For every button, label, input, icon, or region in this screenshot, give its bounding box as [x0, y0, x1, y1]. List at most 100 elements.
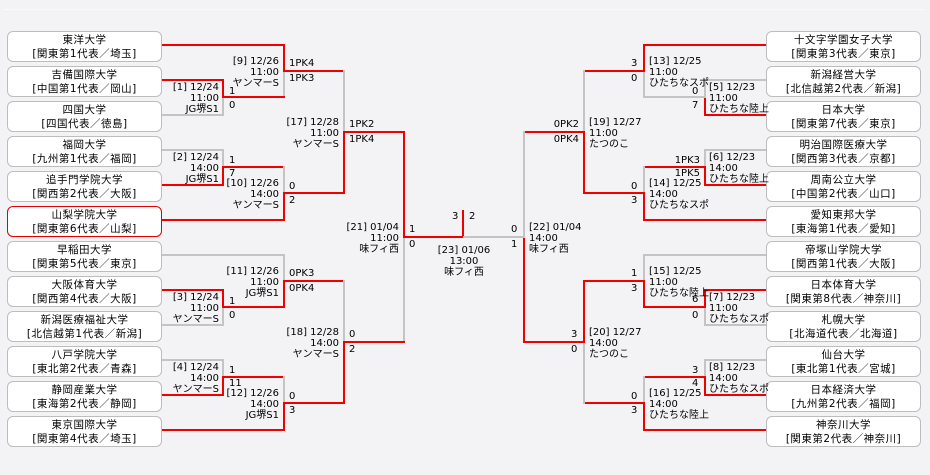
team-box-left-4[interactable]: 福岡大学[九州第1代表／福岡]: [7, 136, 162, 167]
bracket-line: [523, 341, 585, 343]
team-box-left-1[interactable]: 東洋大学[関東第1代表／埼玉]: [7, 31, 162, 62]
bracket-line: [583, 192, 645, 194]
team-box-left-9[interactable]: 新潟医療福祉大学[北信越第1代表／新潟]: [7, 311, 162, 342]
team-box-right-1[interactable]: 十文字学園女子大学[関東第3代表／東京]: [766, 31, 921, 62]
team-box-left-11[interactable]: 静岡産業大学[東海第2代表／静岡]: [7, 381, 162, 412]
match-time: 11:00: [250, 277, 279, 288]
team-name: 愛知東邦大学: [810, 209, 877, 221]
bracket-line: [643, 72, 645, 98]
score-bottom: 3: [631, 405, 638, 416]
team-box-left-2[interactable]: 吉備国際大学[中国第1代表／岡山]: [7, 66, 162, 97]
bracket-line: [162, 219, 285, 221]
team-box-right-7[interactable]: 帝塚山学院大学[関西第1代表／大阪]: [766, 241, 921, 272]
team-region: [関西第4代表／大阪]: [32, 293, 137, 305]
match-time: 14:00: [529, 233, 558, 244]
match-number: [1] 12/24: [172, 82, 219, 93]
match-venue: ひたちなスポ: [649, 78, 709, 89]
team-box-right-2[interactable]: 新潟経営大学[北信越第2代表／新潟]: [766, 66, 921, 97]
score-bottom: 0: [631, 73, 638, 84]
team-box-right-12[interactable]: 神奈川大学[関東第2代表／神奈川]: [766, 416, 921, 447]
bracket-line: [583, 131, 585, 194]
team-name: 四国大学: [62, 104, 107, 116]
bracket-line: [583, 70, 585, 132]
team-box-left-6-champion[interactable]: 山梨学院大学[関東第6代表／山梨]: [7, 206, 162, 237]
bracket-line: [403, 236, 464, 238]
match-number: [15] 12/25: [649, 266, 702, 277]
team-name: 東京国際大学: [51, 419, 118, 431]
bracket-line: [463, 236, 525, 238]
match-venue: 味フィ西: [529, 244, 569, 255]
bracket-line: [643, 376, 706, 378]
bracket-line: [704, 114, 766, 116]
team-box-right-9[interactable]: 札幌大学[北海道代表／北海道]: [766, 311, 921, 342]
team-region: [関東第7代表／東京]: [791, 118, 896, 130]
score-top: 3: [692, 365, 699, 376]
team-box-left-5[interactable]: 追手門学院大学[関西第2代表／大阪]: [7, 171, 162, 202]
score-bottom: 0: [692, 310, 699, 321]
team-box-right-4[interactable]: 明治国際医療大学[関西第3代表／京都]: [766, 136, 921, 167]
match-venue: JG堺S1: [245, 288, 279, 299]
bracket-line: [283, 166, 285, 193]
team-box-left-8[interactable]: 大阪体育大学[関西第4代表／大阪]: [7, 276, 162, 307]
bracket-line: [643, 166, 645, 193]
team-box-right-8[interactable]: 日本体育大学[関東第8代表／神奈川]: [766, 276, 921, 307]
bracket-line: [162, 79, 224, 81]
team-box-right-11[interactable]: 日本経済大学[九州第2代表／福岡]: [766, 381, 921, 412]
match-number: [10] 12/26: [226, 178, 279, 189]
team-name: 周南公立大学: [810, 174, 877, 186]
score-top: 1: [409, 224, 416, 235]
score-bottom: 0: [229, 310, 236, 321]
bracket-line: [162, 324, 224, 326]
score-top: 1: [631, 268, 638, 279]
score-top: 0: [289, 181, 296, 192]
team-region: [九州第1代表／福岡]: [32, 153, 137, 165]
match-time: 11:00: [649, 277, 678, 288]
score-bottom: 7: [229, 168, 236, 179]
team-name: 明治国際医療大学: [799, 139, 888, 151]
bracket-line: [523, 131, 525, 238]
score-top: 1PK2: [349, 119, 375, 130]
team-box-right-10[interactable]: 仙台大学[東北第1代表／宮城]: [766, 346, 921, 377]
bracket-line: [162, 44, 285, 46]
team-name: 日本経済大学: [810, 384, 877, 396]
bracket-line: [643, 281, 645, 308]
score-bottom: 0: [229, 100, 236, 111]
team-box-left-10[interactable]: 八戸学院大学[東北第2代表／青森]: [7, 346, 162, 377]
match-time: 14:00: [250, 189, 279, 200]
score-bottom: 2: [289, 195, 296, 206]
team-box-left-12[interactable]: 東京国際大学[関東第4代表／埼玉]: [7, 416, 162, 447]
team-box-right-6[interactable]: 愛知東邦大学[東海第1代表／愛知]: [766, 206, 921, 237]
score-top: 0: [631, 391, 638, 402]
team-box-right-3[interactable]: 日本大学[関東第7代表／東京]: [766, 101, 921, 132]
final-score-right: 2: [469, 211, 476, 222]
match-time: 11:00: [589, 128, 618, 139]
bracket-line: [704, 394, 766, 396]
bracket-line: [704, 96, 706, 116]
score-bottom: 11: [229, 378, 242, 389]
bracket-line: [283, 402, 285, 431]
bracket-line: [283, 72, 285, 98]
team-box-right-5[interactable]: 周南公立大学[中国第2代表／山口]: [766, 171, 921, 202]
team-region: [四国代表／徳島]: [41, 118, 128, 130]
bracket-line: [704, 307, 706, 326]
bracket-line: [704, 79, 706, 97]
bracket-line: [704, 149, 766, 151]
team-box-left-3[interactable]: 四国大学 [四国代表／徳島]: [7, 101, 162, 132]
team-name: 日本体育大学: [810, 279, 877, 291]
team-box-left-7[interactable]: 早稲田大学[関東第5代表／東京]: [7, 241, 162, 272]
team-name: 山梨学院大学: [51, 209, 118, 221]
match-time: 11:00: [190, 93, 219, 104]
match-number: [9] 12/26: [232, 56, 279, 67]
bracket-line: [643, 429, 766, 431]
match-venue: ひたちな陸上: [709, 174, 769, 185]
team-name: 札幌大学: [821, 314, 866, 326]
score-top: 0PK2: [553, 119, 579, 130]
